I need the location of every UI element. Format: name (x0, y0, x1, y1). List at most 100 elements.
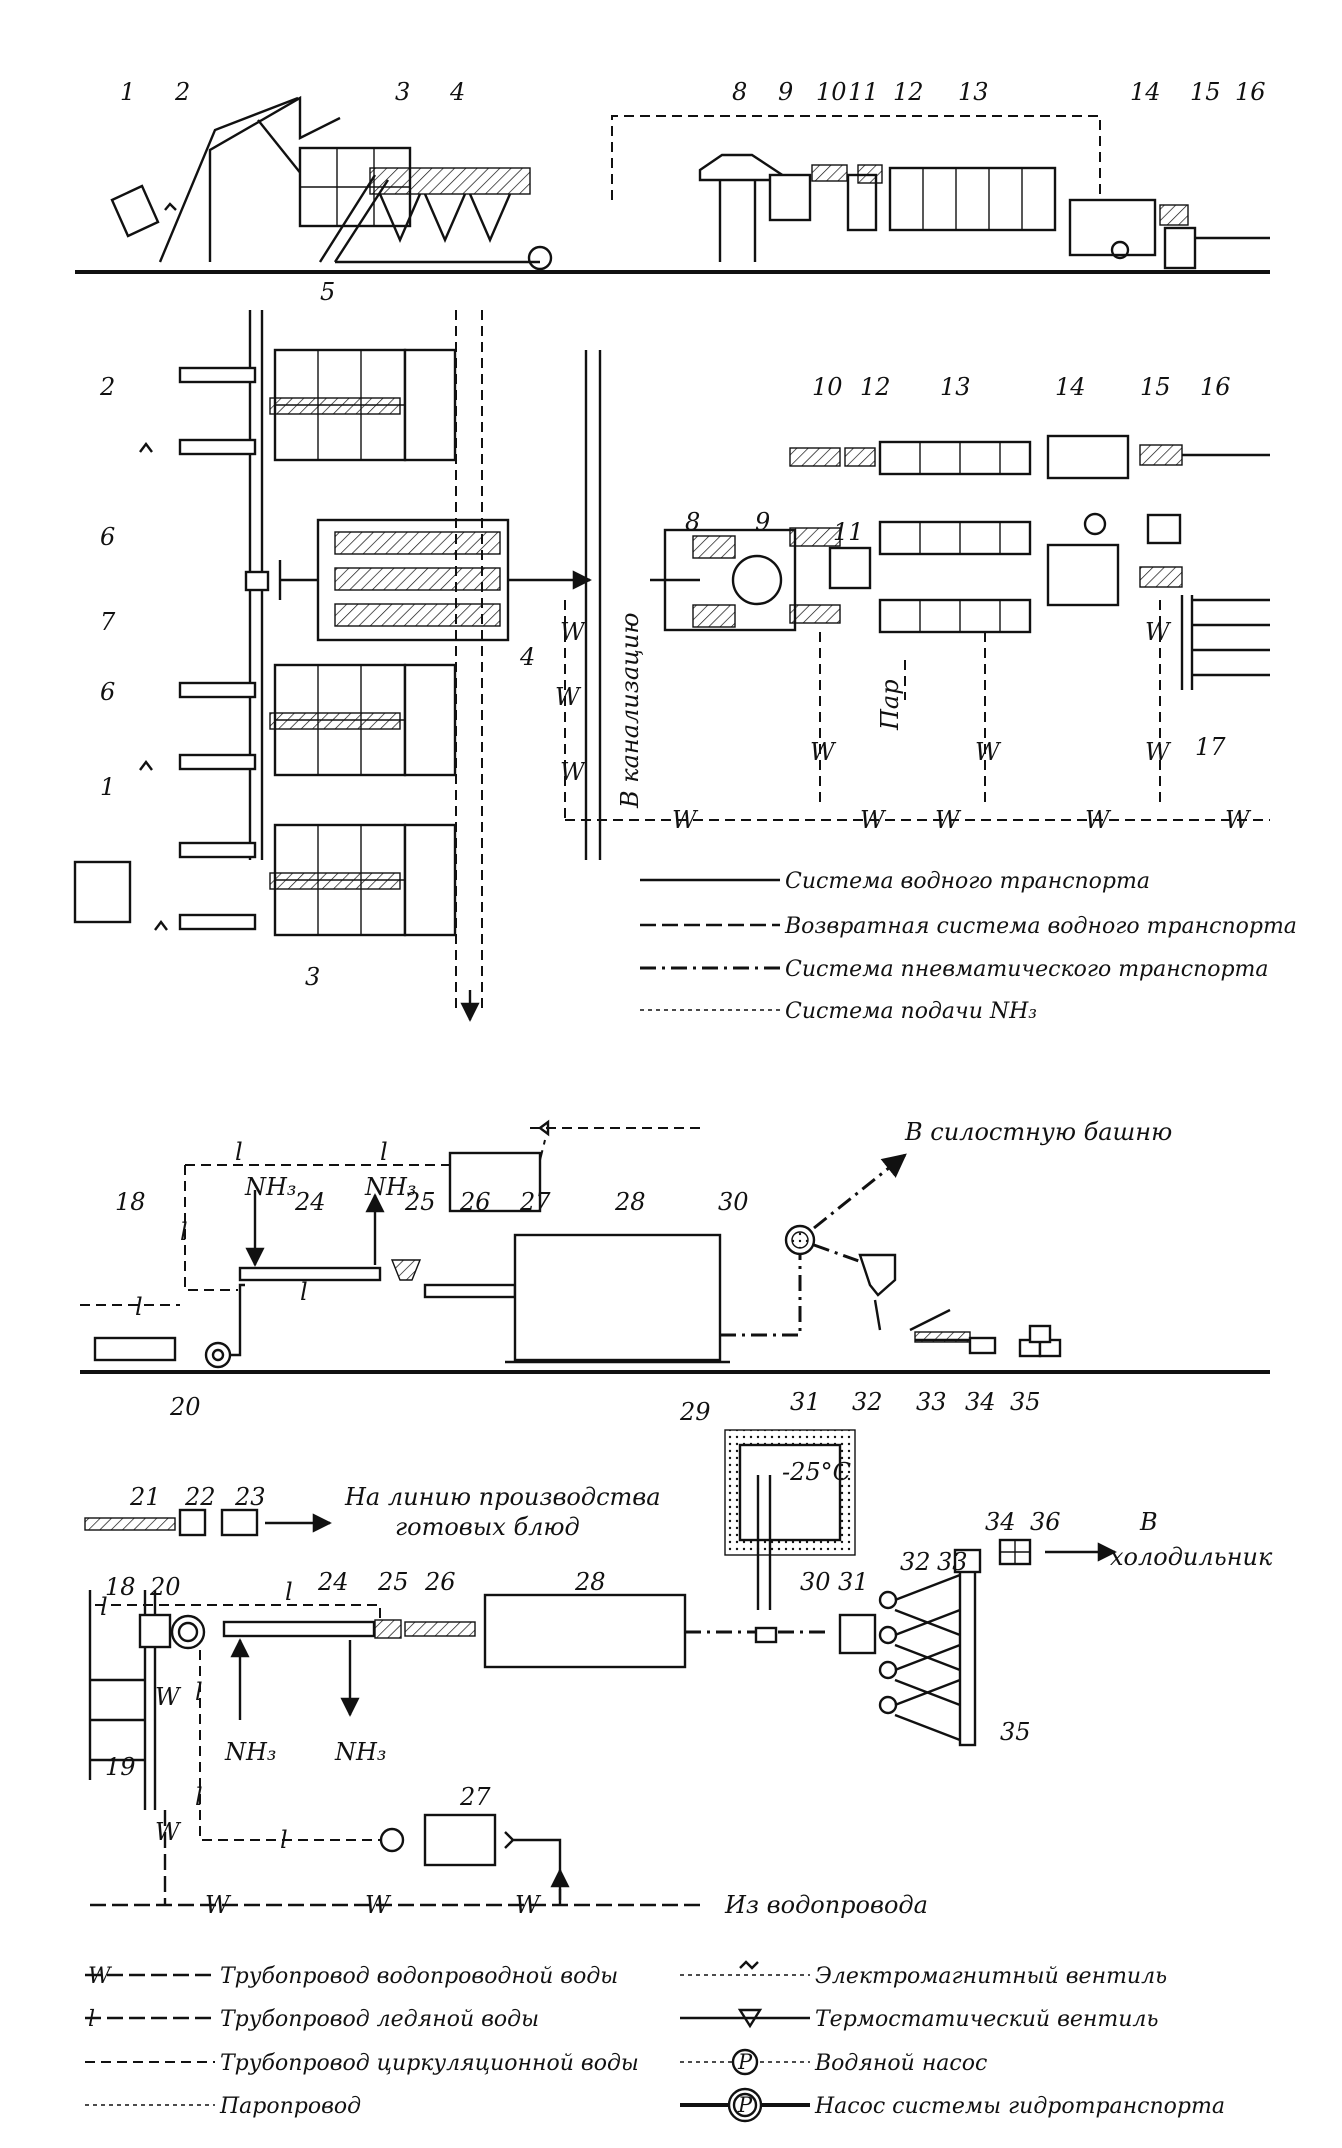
label-2: 2 (174, 78, 190, 106)
unit-21 (84, 1517, 176, 1531)
label-13-plan: 13 (940, 373, 971, 401)
legend-thermostatic: Термостатический вентиль (815, 2007, 1158, 2032)
mark-w-12: W (1145, 618, 1172, 646)
water-pump-plan (1083, 512, 1107, 536)
label-36: 36 (1030, 1508, 1061, 1536)
label-29: 29 (679, 1398, 711, 1426)
label-35b: 35 (1000, 1718, 1031, 1746)
unit-10-plan (789, 447, 841, 467)
hook-1 (164, 202, 177, 211)
label-24b: 24 (317, 1568, 349, 1596)
label-11: 11 (848, 78, 879, 106)
label-5: 5 (320, 278, 335, 306)
mark-l-8: l (195, 1678, 203, 1706)
unit-26 (423, 1283, 517, 1299)
mark-l-2: l (180, 1218, 188, 1246)
legend-water-pump: Водяной насос (814, 2051, 987, 2076)
mark-l-1: l (135, 1293, 143, 1321)
legend-circ-water: Трубопровод циркуляционной воды (220, 2051, 639, 2076)
mark-nh3-1: NH₃ (244, 1173, 297, 1201)
label-4: 4 (449, 78, 465, 106)
label-21: 21 (129, 1483, 161, 1511)
unit-30-plan (754, 1626, 778, 1644)
label-34: 34 (965, 1388, 996, 1416)
label-7-plan: 7 (100, 608, 116, 636)
label-30: 30 (718, 1188, 749, 1216)
plan-view (73, 310, 1270, 1022)
unit-15-plan (1139, 444, 1183, 466)
unit-24-plan (222, 1620, 376, 1638)
label-27b: 27 (459, 1783, 491, 1811)
processing-line (564, 434, 1270, 821)
pump-wheel (527, 245, 553, 271)
ready-meals-line1: На линию производства (344, 1483, 661, 1511)
hopper-group-b (178, 663, 457, 777)
mark-w-2: W (555, 683, 582, 711)
icewater-line-mid (80, 1165, 238, 1306)
unit-10 (811, 164, 848, 182)
mark-l-6: l (100, 1593, 108, 1621)
legend-ice-water: Трубопровод ледяной воды (220, 2007, 539, 2032)
mark-w-5: W (860, 806, 887, 834)
label-26b: 26 (424, 1568, 456, 1596)
steam-label: Пар (876, 679, 904, 731)
ready-meals-line2: готовых блюд (395, 1513, 580, 1541)
unit-34 (968, 1336, 997, 1355)
mark-w-15: W (205, 1891, 232, 1919)
packer-32-33 (878, 1573, 961, 1742)
legend-hydro-pump: Насос системы гидротранспорта (814, 2094, 1225, 2119)
fridge-line1: В (1139, 1508, 1158, 1536)
mark-l-3: l (235, 1138, 243, 1166)
washer-cones (378, 193, 512, 244)
mark-w-16: W (365, 1891, 392, 1919)
pneumatic-to-silo (813, 1153, 907, 1230)
unit-13 (888, 166, 1057, 232)
legend-pneumatic-text: Система пневматического транспорта (785, 957, 1269, 982)
unit-33 (914, 1331, 971, 1343)
unit-28 (513, 1233, 722, 1362)
legend-tap-water: Трубопровод водопроводной воды (220, 1964, 618, 1989)
silo-label: В силостную башню (904, 1118, 1172, 1146)
unit-13-row3 (878, 598, 1032, 634)
elevator-5 (318, 174, 390, 263)
solenoid-valve-icon (739, 1960, 759, 1970)
mark-w-11: W (1145, 738, 1172, 766)
label-14: 14 (1130, 78, 1161, 106)
water-pump-27 (379, 1827, 405, 1853)
unit-12-plan (844, 447, 876, 467)
unit-16 (1163, 226, 1197, 270)
unit-8-plan (692, 535, 736, 559)
legend-transport: Система водного транспорта Возвратная си… (640, 869, 1297, 1024)
label-32: 32 (852, 1388, 883, 1416)
label-10: 10 (816, 78, 847, 106)
label-25: 25 (404, 1188, 436, 1216)
label-15-plan: 15 (1140, 373, 1171, 401)
mark-w-8: W (1225, 806, 1252, 834)
label-28b: 28 (574, 1568, 606, 1596)
unit-18 (93, 1336, 177, 1362)
label-12-plan: 12 (860, 373, 891, 401)
label-22: 22 (184, 1483, 216, 1511)
mark-w-14: W (155, 1818, 182, 1846)
hydro-pump (170, 1614, 206, 1650)
label-9-plan: 9 (755, 508, 770, 536)
label-31b: 31 (838, 1568, 869, 1596)
bin-1 (110, 184, 160, 238)
from-water-main: Из водопровода (724, 1891, 928, 1919)
label-17-plan: 17 (1195, 733, 1226, 761)
label-6-plan: 6 (100, 523, 115, 551)
unloader-frame (208, 95, 341, 262)
mark-w-13: W (155, 1683, 182, 1711)
mark-w-17: W (515, 1891, 542, 1919)
elevation-top (75, 95, 1270, 274)
sewer-label: В канализацию (616, 613, 644, 810)
pipe-marks: W W W W W W W W W W W W l l l l l NH₃ NH… (100, 618, 1252, 1919)
mark-nh3-4: NH₃ (334, 1738, 387, 1766)
label-33b: 33 (937, 1548, 968, 1576)
unit-11-plan (828, 546, 872, 590)
label-12: 12 (893, 78, 924, 106)
unit-12 (857, 164, 883, 184)
hooks-2 (139, 442, 168, 931)
unit-9-plan (731, 554, 783, 606)
legend-nh3-text: Система подачи NH₃ (785, 999, 1037, 1024)
